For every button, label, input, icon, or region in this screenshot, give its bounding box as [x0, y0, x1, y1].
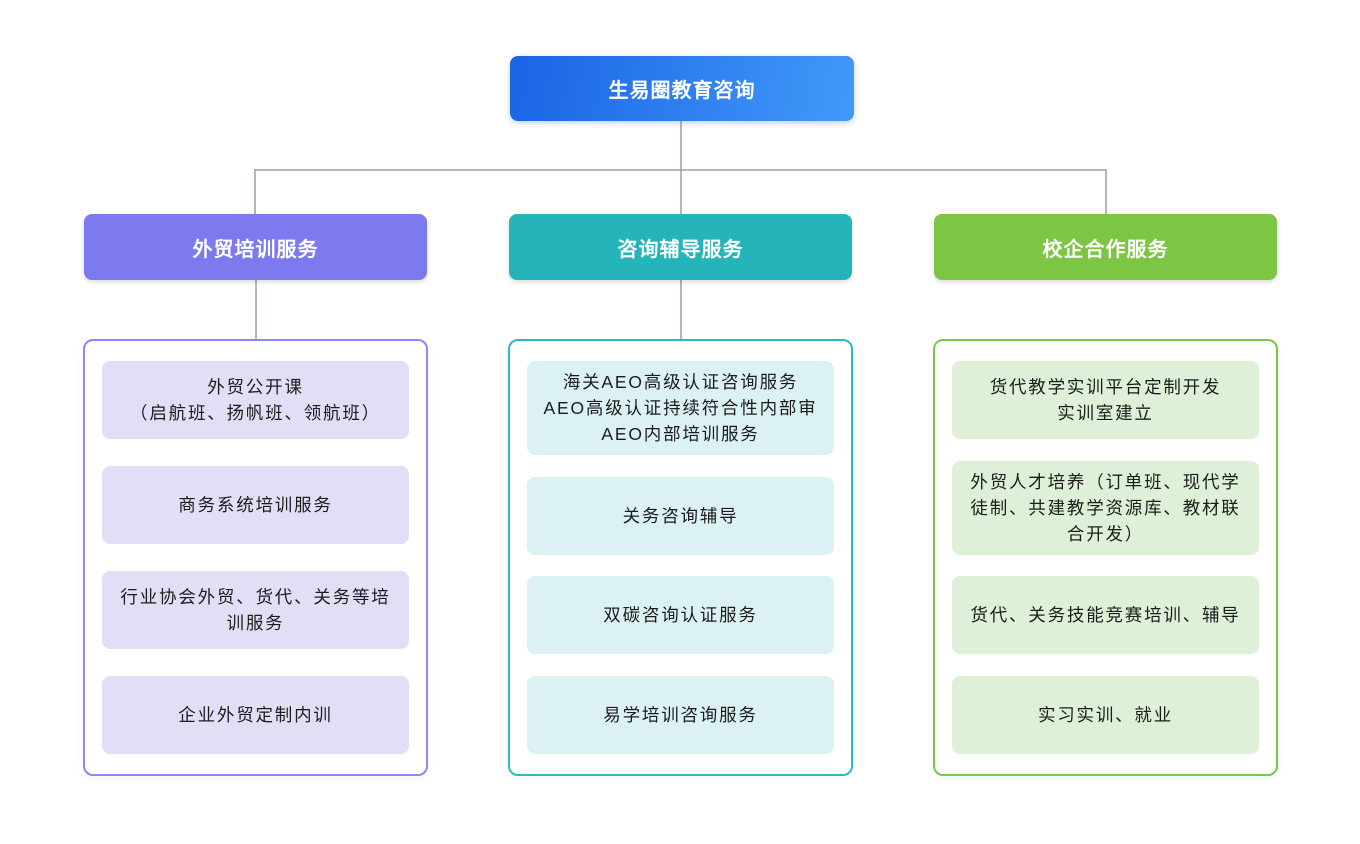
service-item[interactable]: 易学培训咨询服务 [527, 675, 834, 754]
branch-header[interactable]: 校企合作服务 [934, 214, 1277, 280]
branch-header-label: 咨询辅导服务 [617, 238, 744, 261]
branch-header[interactable]: 外贸培训服务 [84, 214, 427, 280]
service-item[interactable]: 外贸公开课 （启航班、扬帆班、领航班） [102, 361, 409, 439]
service-item[interactable]: 双碳咨询认证服务 [527, 576, 834, 655]
service-item[interactable]: 货代、关务技能竞赛培训、辅导 [952, 576, 1259, 655]
service-item[interactable]: 货代教学实训平台定制开发 实训室建立 [952, 361, 1259, 439]
service-item[interactable]: 海关AEO高级认证咨询服务 AEO高级认证持续符合性内部审 AEO内部培训服务 [527, 361, 834, 455]
branch-column-school-enterprise: 校企合作服务 货代教学实训平台定制开发 实训室建立外贸人才培养（订单班、现代学徒… [933, 214, 1278, 776]
service-item[interactable]: 商务系统培训服务 [102, 466, 409, 544]
branch-box: 外贸公开课 （启航班、扬帆班、领航班） 商务系统培训服务行业协会外贸、货代、关务等… [83, 339, 428, 776]
service-item[interactable]: 实习实训、就业 [952, 675, 1259, 754]
service-item[interactable]: 企业外贸定制内训 [102, 676, 409, 754]
root-node[interactable]: 生易圈教育咨询 [510, 56, 854, 121]
root-node-label: 生易圈教育咨询 [608, 80, 756, 102]
branch-header-label: 校企合作服务 [1042, 238, 1169, 261]
service-item[interactable]: 关务咨询辅导 [527, 476, 834, 555]
branch-header-label: 外贸培训服务 [192, 238, 319, 261]
branch-header[interactable]: 咨询辅导服务 [509, 214, 852, 280]
branch-column-consulting-coaching: 咨询辅导服务 海关AEO高级认证咨询服务 AEO高级认证持续符合性内部审 AEO… [508, 214, 853, 776]
service-item[interactable]: 行业协会外贸、货代、关务等培训服务 [102, 571, 409, 649]
service-item[interactable]: 外贸人才培养（订单班、现代学徒制、共建教学资源库、教材联合开发） [952, 460, 1259, 555]
branch-column-foreign-trade-training: 外贸培训服务 外贸公开课 （启航班、扬帆班、领航班） 商务系统培训服务行业协会外贸… [83, 214, 428, 776]
branch-box: 货代教学实训平台定制开发 实训室建立外贸人才培养（订单班、现代学徒制、共建教学资… [933, 339, 1278, 776]
branch-box: 海关AEO高级认证咨询服务 AEO高级认证持续符合性内部审 AEO内部培训服务关… [508, 339, 853, 776]
